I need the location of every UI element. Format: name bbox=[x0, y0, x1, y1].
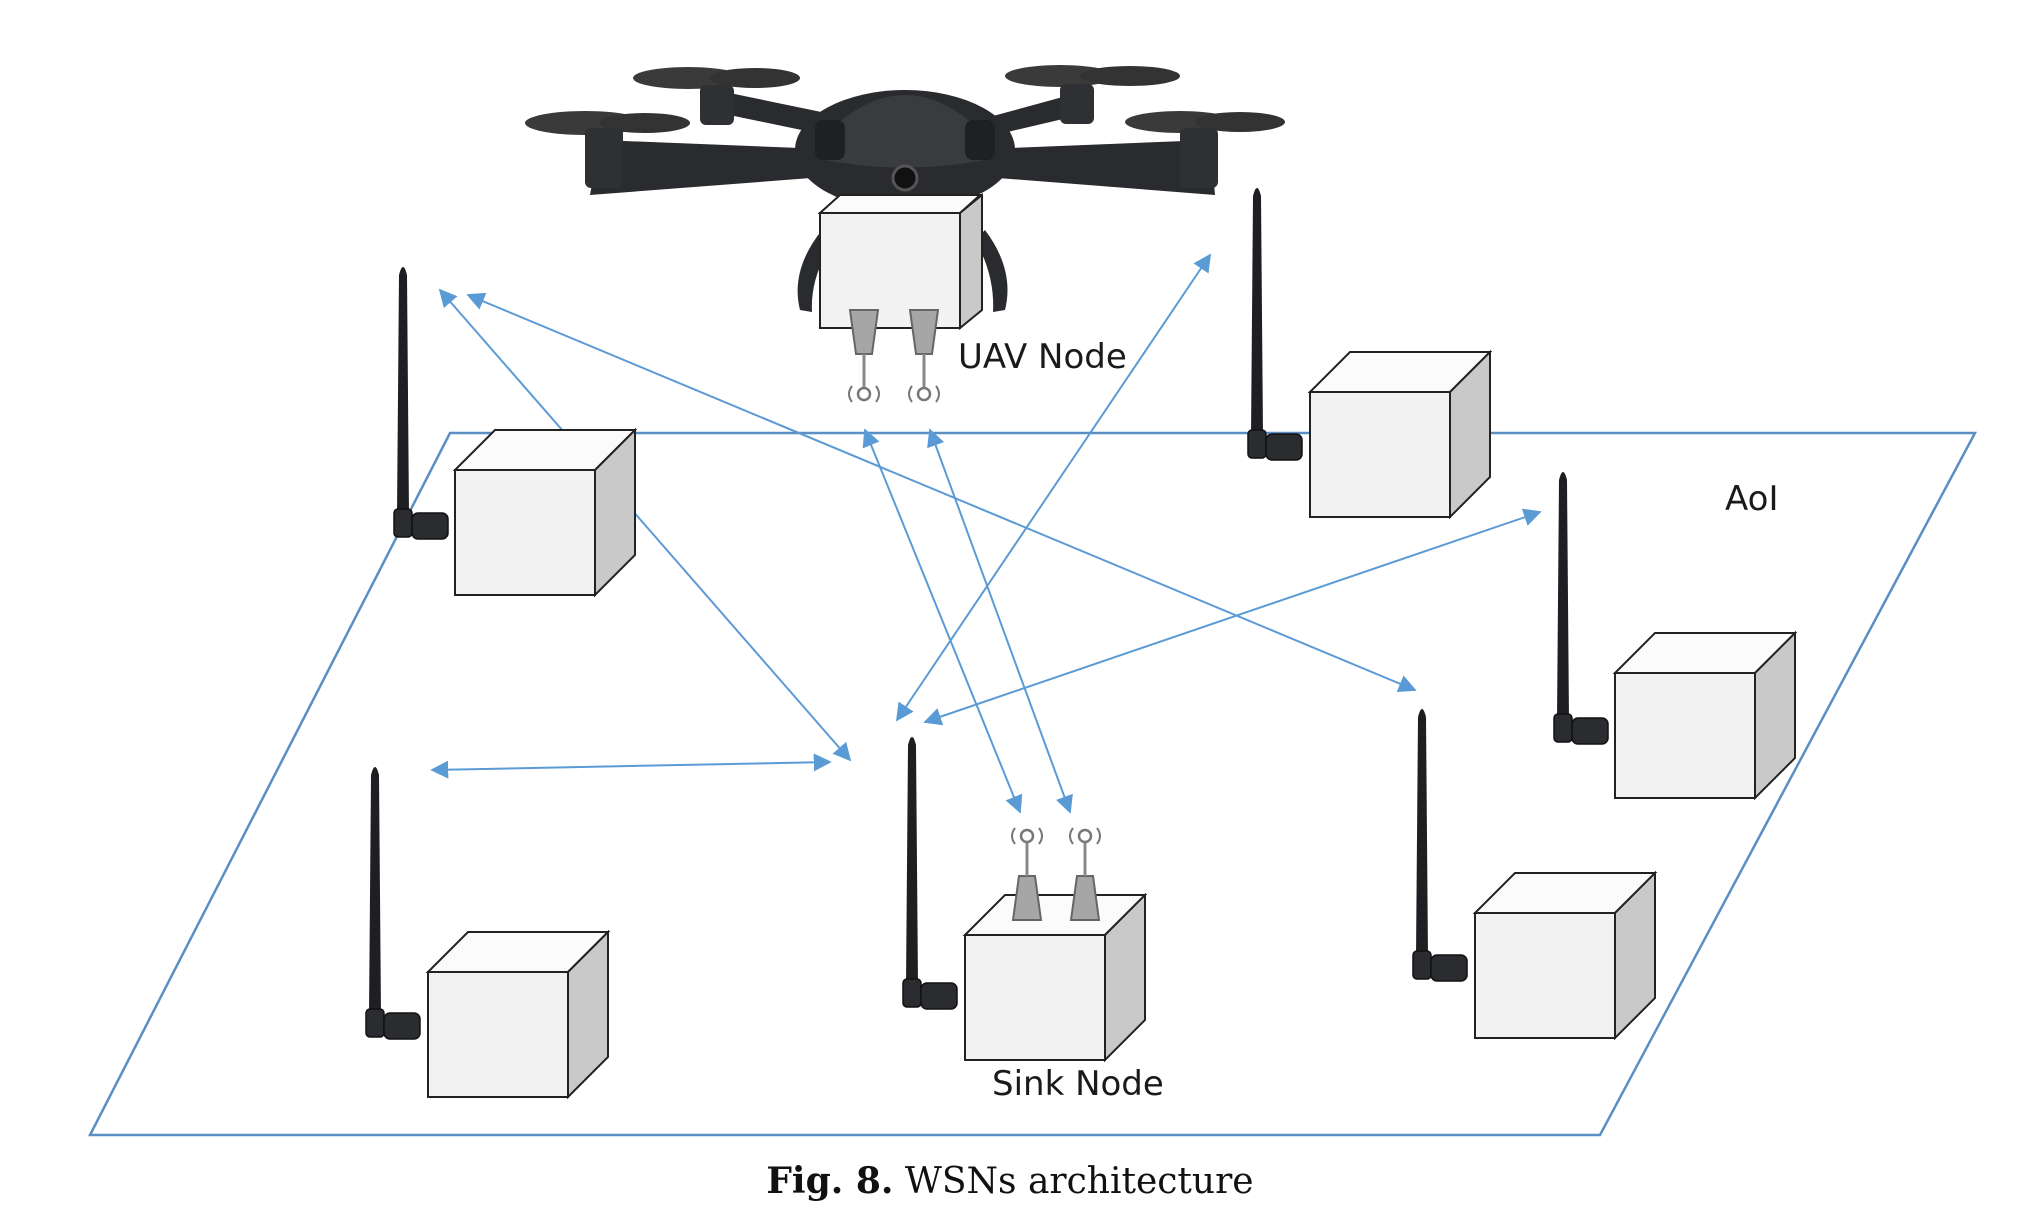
wireless-links bbox=[430, 253, 1542, 814]
link-uav-left-sink bbox=[862, 428, 1023, 814]
caption-text: WSNs architecture bbox=[893, 1161, 1254, 1202]
sensor-box-icon bbox=[964, 894, 1146, 1061]
link-uav-right-sink bbox=[927, 428, 1073, 814]
sink-node bbox=[902, 736, 1146, 1061]
radio-antenna-icon bbox=[907, 308, 941, 404]
radio-antenna-icon bbox=[847, 308, 881, 404]
uav-payload-box bbox=[817, 192, 983, 331]
antenna-icon bbox=[1247, 187, 1303, 461]
uav-node bbox=[525, 65, 1285, 404]
sensor-box-icon bbox=[1474, 872, 1656, 1039]
radio-antenna-icon bbox=[1010, 826, 1044, 922]
figure-caption: Fig. 8. WSNs architecture bbox=[0, 1160, 2020, 1202]
drone-icon bbox=[525, 65, 1285, 312]
sensor-box-icon bbox=[427, 931, 609, 1098]
antenna-icon bbox=[902, 736, 958, 1010]
sensor-box-icon bbox=[1614, 632, 1796, 799]
radio-antenna-icon bbox=[1068, 826, 1102, 922]
caption-number: Fig. 8. bbox=[766, 1160, 894, 1202]
aoi-label: AoI bbox=[1725, 479, 1779, 519]
sensor-node-right bbox=[1553, 471, 1796, 799]
sensor-box-icon bbox=[454, 429, 636, 596]
sink-node-label: Sink Node bbox=[992, 1064, 1164, 1104]
antenna-icon bbox=[365, 766, 421, 1040]
sensor-box-icon bbox=[1309, 351, 1491, 518]
sensor-node-top-right bbox=[1247, 187, 1491, 518]
link-right-sink bbox=[923, 508, 1542, 726]
antenna-icon bbox=[393, 266, 449, 540]
link-bottom-left-sink bbox=[430, 753, 832, 779]
antenna-icon bbox=[1553, 471, 1609, 745]
uav-node-label: UAV Node bbox=[958, 337, 1127, 377]
sensor-node-top-left bbox=[393, 266, 636, 596]
sensor-node-bottom-left bbox=[365, 766, 609, 1098]
antenna-icon bbox=[1412, 708, 1468, 982]
